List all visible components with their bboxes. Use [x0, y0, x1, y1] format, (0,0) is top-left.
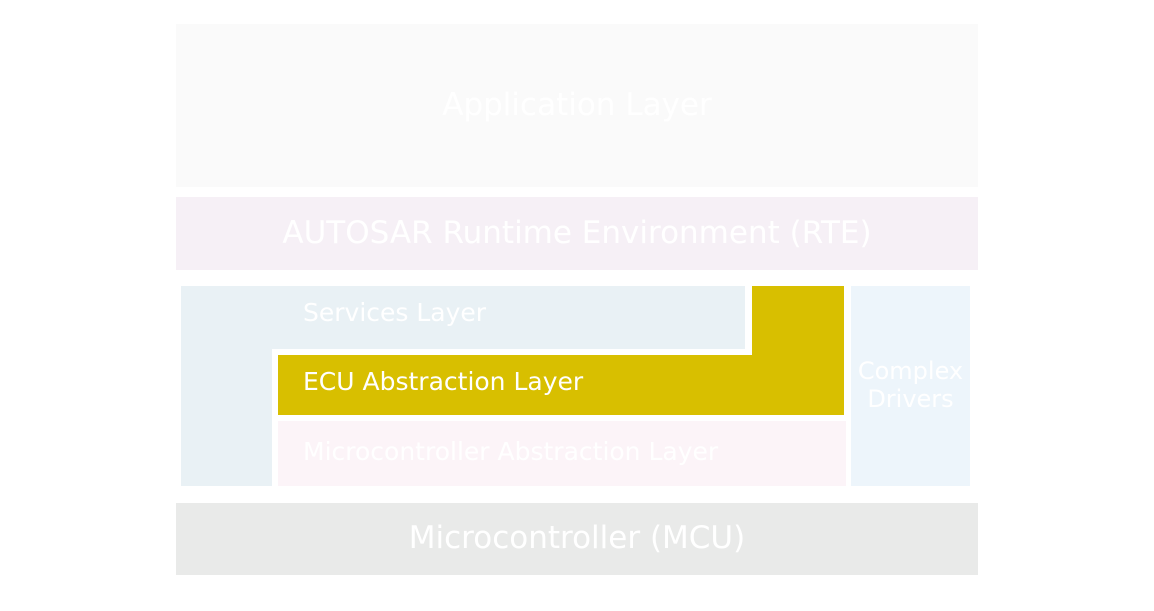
- mcu-layer-label: Microcontroller (MCU): [408, 520, 746, 557]
- complex-drivers-label: Complex Drivers: [857, 357, 964, 413]
- mcu-layer-block: Microcontroller (MCU): [176, 503, 978, 575]
- ecu-abstraction-layer-block: [278, 355, 844, 415]
- services-layer-block: [181, 286, 745, 349]
- mcal-layer-label: Microcontroller Abstraction Layer: [303, 437, 719, 466]
- mcal-layer-block: [278, 421, 846, 486]
- rte-layer-block: AUTOSAR Runtime Environment (RTE): [176, 197, 978, 270]
- ecu-abstraction-layer-label: ECU Abstraction Layer: [303, 367, 584, 396]
- services-layer-label: Services Layer: [303, 298, 487, 327]
- ecu-abstraction-layer-tower-block: [752, 286, 844, 355]
- services-layer-side-block: [181, 349, 272, 486]
- application-layer-block: Application Layer: [176, 24, 978, 187]
- rte-layer-label: AUTOSAR Runtime Environment (RTE): [282, 214, 872, 251]
- complex-drivers-block: Complex Drivers: [851, 286, 970, 486]
- application-layer-label: Application Layer: [442, 86, 712, 123]
